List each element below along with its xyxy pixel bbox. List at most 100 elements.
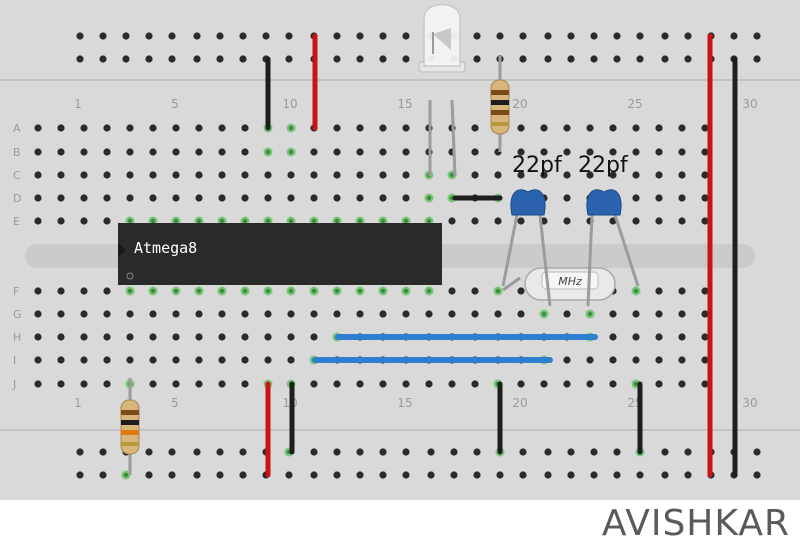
hole (379, 32, 387, 40)
hole (496, 32, 504, 40)
hole (563, 380, 571, 388)
hole (402, 194, 410, 202)
hole (264, 171, 272, 179)
hole (172, 310, 180, 318)
hole (519, 471, 527, 479)
hole (195, 148, 203, 156)
hole (126, 124, 134, 132)
hole (356, 124, 364, 132)
row-label: I (13, 354, 16, 367)
hole (427, 471, 435, 479)
hole-center (426, 218, 432, 224)
hole (80, 310, 88, 318)
row-label: H (13, 331, 21, 344)
column-number: 15 (397, 97, 412, 111)
hole (517, 171, 525, 179)
hole (57, 380, 65, 388)
hole (655, 148, 663, 156)
capacitor-right: 22pf (578, 153, 629, 216)
hole (701, 148, 709, 156)
hole-center (196, 288, 202, 294)
resistor-top (490, 56, 510, 152)
hole (218, 148, 226, 156)
hole (76, 471, 84, 479)
column-number: 25 (627, 97, 642, 111)
hole (567, 32, 575, 40)
hole (103, 333, 111, 341)
hole (379, 171, 387, 179)
hole (285, 55, 293, 63)
hole-center (288, 125, 294, 131)
hole (473, 32, 481, 40)
hole (241, 310, 249, 318)
hole (402, 310, 410, 318)
hole (563, 148, 571, 156)
hole-center (288, 288, 294, 294)
chip-label: Atmega8 (134, 239, 197, 257)
hole (632, 217, 640, 225)
hole (402, 171, 410, 179)
hole (310, 333, 318, 341)
hole (149, 356, 157, 364)
hole (586, 148, 594, 156)
hole (448, 380, 456, 388)
hole (661, 471, 669, 479)
hole (701, 287, 709, 295)
hole (701, 217, 709, 225)
hole (145, 471, 153, 479)
hole-center (123, 472, 129, 478)
hole (239, 55, 247, 63)
hole (517, 380, 525, 388)
hole (287, 194, 295, 202)
hole (678, 310, 686, 318)
hole (310, 380, 318, 388)
hole (287, 171, 295, 179)
hole (590, 32, 598, 40)
hole (636, 55, 644, 63)
capacitor-right-label: 22pf (578, 153, 629, 178)
hole (471, 171, 479, 179)
hole (103, 148, 111, 156)
hole (34, 148, 42, 156)
hole (402, 124, 410, 132)
hole (678, 287, 686, 295)
hole (678, 148, 686, 156)
hole (145, 448, 153, 456)
hole (216, 32, 224, 40)
hole (496, 471, 504, 479)
hole (333, 171, 341, 179)
capacitor-leads (501, 214, 640, 307)
hole (567, 55, 575, 63)
hole-center (242, 288, 248, 294)
hole-center (127, 218, 133, 224)
hole (103, 194, 111, 202)
hole (701, 356, 709, 364)
hole (517, 217, 525, 225)
hole (544, 471, 552, 479)
hole (613, 32, 621, 40)
hole (239, 471, 247, 479)
hole (379, 380, 387, 388)
hole (264, 194, 272, 202)
hole (701, 380, 709, 388)
hole (379, 124, 387, 132)
hole (149, 333, 157, 341)
hole (57, 194, 65, 202)
hole (471, 310, 479, 318)
hole (310, 448, 318, 456)
row-label: B (13, 146, 21, 159)
hole-center (334, 288, 340, 294)
hole (356, 471, 364, 479)
hole (310, 471, 318, 479)
hole (632, 124, 640, 132)
hole (310, 171, 318, 179)
hole (563, 124, 571, 132)
hole (172, 148, 180, 156)
hole-center (311, 218, 317, 224)
hole (218, 194, 226, 202)
hole (519, 448, 527, 456)
hole (333, 471, 341, 479)
hole-center (449, 172, 455, 178)
hole (609, 310, 617, 318)
